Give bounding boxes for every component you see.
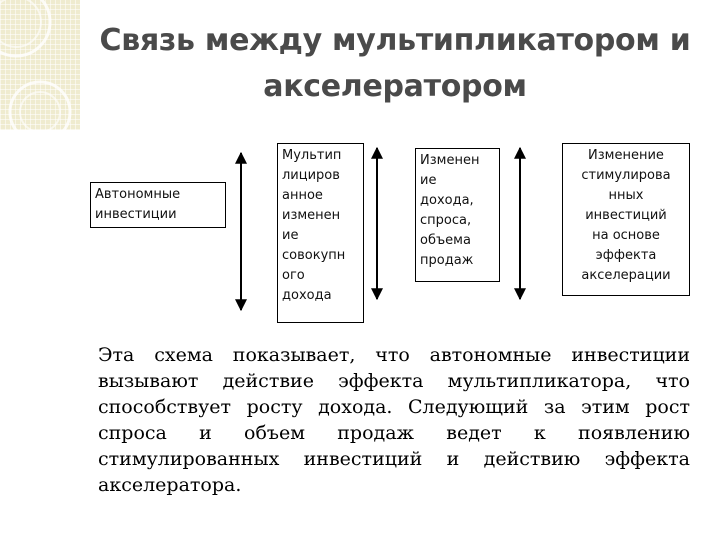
explanation-text: Эта схема показывает, что автономные инв… — [98, 342, 690, 498]
